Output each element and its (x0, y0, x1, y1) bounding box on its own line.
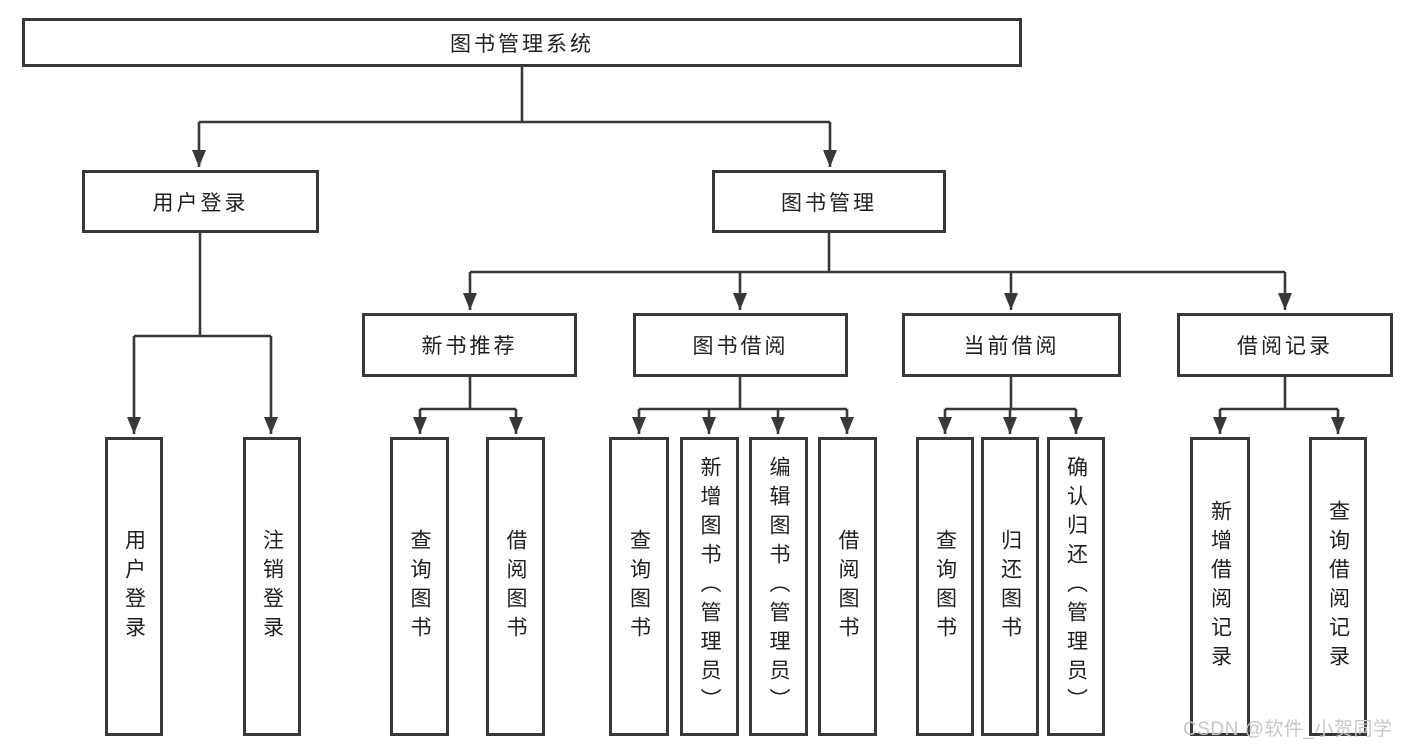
node-library-system: 图书管理系统 (22, 18, 1022, 67)
leaf-query-books-current: 查询图书 (916, 437, 974, 736)
leaf-edit-books-admin-label: 编辑图书（管理员） (767, 456, 790, 717)
leaf-borrow-books-recommend-label: 借阅图书 (504, 528, 527, 645)
leaf-confirm-return-admin-label: 确认归还（管理员） (1064, 456, 1088, 717)
leaf-user-login: 用户登录 (105, 437, 163, 736)
leaf-add-books-admin-label: 新增图书（管理员） (698, 456, 721, 717)
leaf-confirm-return-admin: 确认归还（管理员） (1047, 437, 1105, 736)
leaf-add-borrow-record: 新增借阅记录 (1190, 437, 1250, 736)
node-borrowing-records-label: 借阅记录 (1237, 335, 1333, 358)
node-user-login: 用户登录 (82, 170, 319, 233)
node-user-login-label: 用户登录 (152, 191, 249, 215)
leaf-query-books-current-label: 查询图书 (933, 528, 957, 645)
node-book-borrowing-label: 图书借阅 (692, 335, 789, 358)
leaf-add-books-admin: 新增图书（管理员） (680, 437, 739, 736)
leaf-query-books-recommend: 查询图书 (390, 437, 449, 736)
leaf-query-books-recommend-label: 查询图书 (408, 528, 431, 645)
leaf-user-login-label: 用户登录 (122, 528, 146, 645)
node-current-borrowing-label: 当前借阅 (963, 335, 1060, 358)
node-book-borrowing: 图书借阅 (633, 313, 848, 377)
csdn-watermark: CSDN @软件_小贺同学 (1183, 719, 1393, 740)
node-new-book-recommend-label: 新书推荐 (421, 335, 518, 358)
leaf-query-books-borrowing-label: 查询图书 (627, 528, 651, 645)
leaf-return-books-label: 归还图书 (998, 528, 1022, 645)
leaf-borrow-books: 借阅图书 (818, 437, 877, 736)
node-borrowing-records: 借阅记录 (1177, 313, 1393, 377)
leaf-edit-books-admin: 编辑图书（管理员） (749, 437, 808, 736)
leaf-logout: 注销登录 (243, 437, 301, 736)
leaf-logout-label: 注销登录 (260, 528, 284, 645)
node-new-book-recommend: 新书推荐 (362, 313, 577, 377)
leaf-add-borrow-record-label: 新增借阅记录 (1208, 499, 1232, 674)
node-current-borrowing: 当前借阅 (902, 313, 1121, 377)
leaf-query-borrow-record: 查询借阅记录 (1309, 437, 1367, 736)
leaf-borrow-books-recommend: 借阅图书 (486, 437, 545, 736)
node-book-management-label: 图书管理 (781, 191, 877, 215)
node-library-system-label: 图书管理系统 (450, 32, 594, 56)
leaf-query-borrow-record-label: 查询借阅记录 (1326, 499, 1350, 674)
leaf-return-books: 归还图书 (981, 437, 1039, 736)
leaf-query-books-borrowing: 查询图书 (609, 437, 669, 736)
node-book-management: 图书管理 (712, 170, 946, 233)
leaf-borrow-books-label: 借阅图书 (836, 528, 859, 645)
